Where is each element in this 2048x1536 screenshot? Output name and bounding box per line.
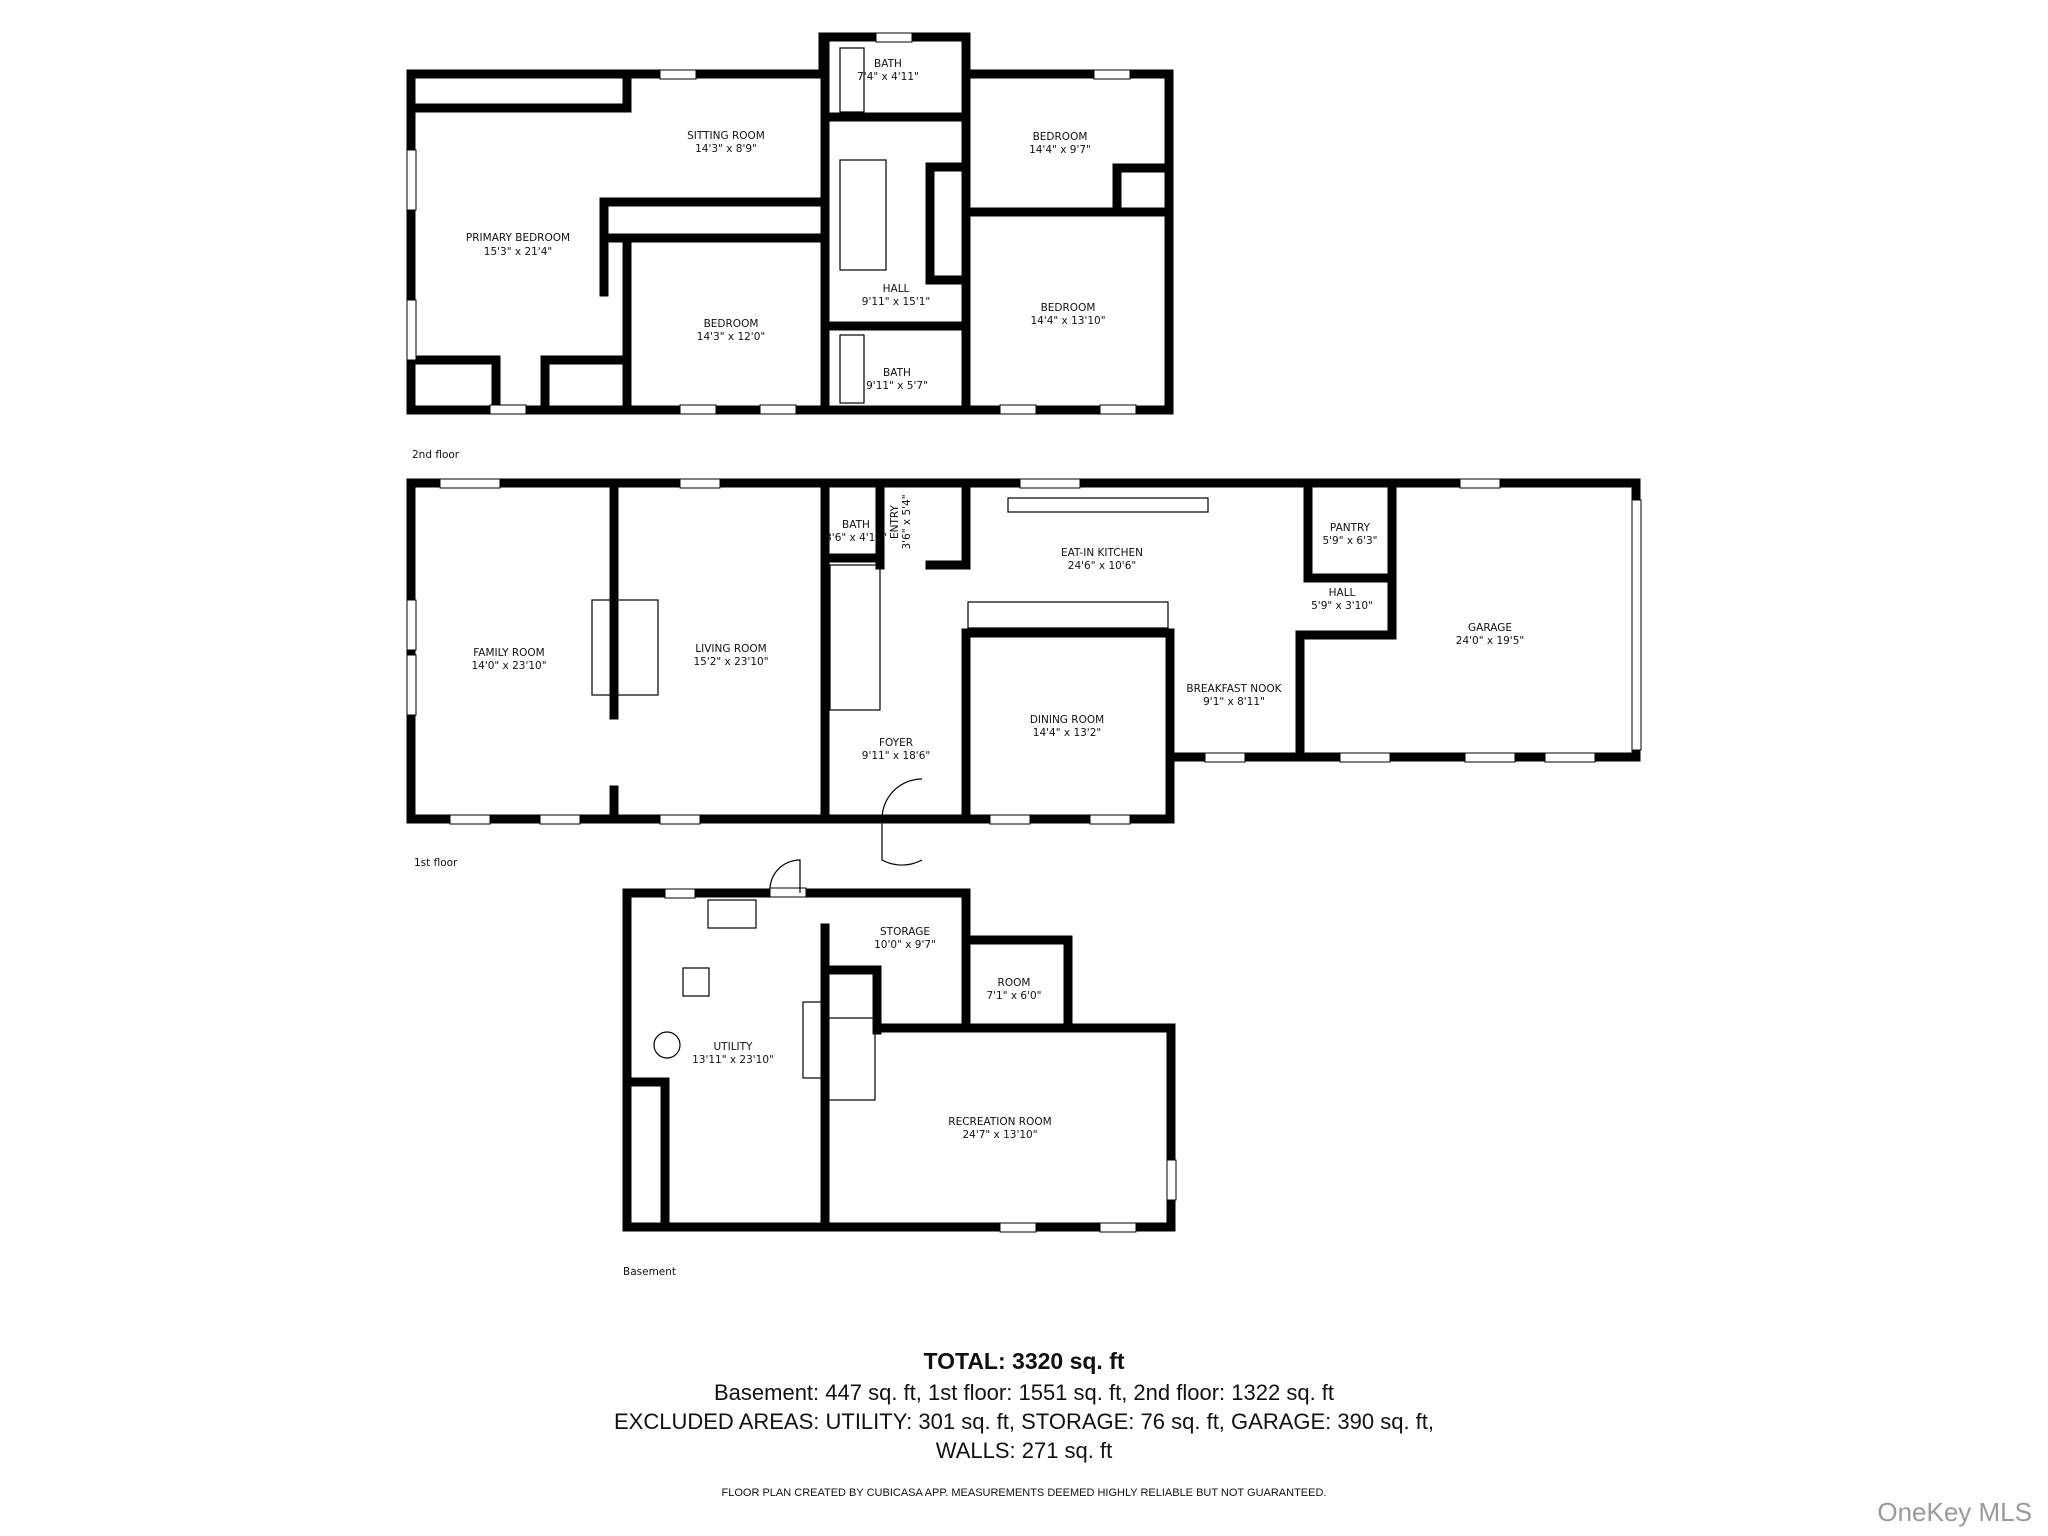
room-dims: 14'4" x 13'10" xyxy=(1030,315,1105,327)
room-label: ROOM xyxy=(998,977,1031,989)
room-label: FOYER xyxy=(879,737,913,749)
room-dims: 14'4" x 9'7" xyxy=(1029,144,1091,156)
room-label: BEDROOM xyxy=(704,318,759,330)
room-label: BATH xyxy=(883,367,911,379)
room-dims: 9'1" x 8'11" xyxy=(1203,696,1265,708)
disclaimer: FLOOR PLAN CREATED BY CUBICASA APP. MEAS… xyxy=(721,1487,1327,1499)
room-dims: 13'11" x 23'10" xyxy=(692,1054,774,1066)
total-area: TOTAL: 3320 sq. ft xyxy=(923,1348,1125,1374)
room-label: FAMILY ROOM xyxy=(473,647,545,659)
room-label: UTILITY xyxy=(714,1041,754,1053)
walls-area: WALLS: 271 sq. ft xyxy=(935,1438,1113,1463)
room-dims: 3'6" x 4'11" xyxy=(825,532,887,544)
room-label: SITTING ROOM xyxy=(687,130,765,142)
room-dims: 15'3" x 21'4" xyxy=(484,246,552,258)
room-label: BEDROOM xyxy=(1033,131,1088,143)
room-dims: 5'9" x 3'10" xyxy=(1311,600,1373,612)
basement-plan xyxy=(622,859,1177,1233)
room-label: HALL xyxy=(883,283,910,295)
first-floor-plan xyxy=(406,478,1642,866)
room-label: HALL xyxy=(1329,587,1356,599)
room-dims: 7'1" x 6'0" xyxy=(986,990,1041,1002)
room-label: BATH xyxy=(842,519,870,531)
floor-areas: Basement: 447 sq. ft, 1st floor: 1551 sq… xyxy=(713,1380,1335,1405)
room-label: LIVING ROOM xyxy=(695,643,766,655)
room-dims: 9'11" x 18'6" xyxy=(862,750,930,762)
room-dims: 24'0" x 19'5" xyxy=(1456,635,1524,647)
room-dims: 24'7" x 13'10" xyxy=(962,1129,1037,1141)
room-dims: 24'6" x 10'6" xyxy=(1068,560,1136,572)
room-dims: 14'3" x 8'9" xyxy=(695,143,757,155)
room-label: BEDROOM xyxy=(1041,302,1096,314)
room-dims: 3'6" x 5'4" xyxy=(901,494,913,549)
room-dims: 7'4" x 4'11" xyxy=(857,71,919,83)
second-floor-plan xyxy=(406,32,1174,415)
room-dims: 9'11" x 5'7" xyxy=(866,380,928,392)
room-label: GARAGE xyxy=(1468,622,1512,634)
room-dims: 15'2" x 23'10" xyxy=(693,656,768,668)
room-label: EAT-IN KITCHEN xyxy=(1061,547,1143,559)
watermark: OneKey MLS xyxy=(1877,1497,2032,1527)
floor-label: 2nd floor xyxy=(412,449,460,461)
room-label: PANTRY xyxy=(1330,522,1371,534)
room-dims: 14'3" x 12'0" xyxy=(697,331,765,343)
first-floor-labels: FAMILY ROOM 14'0" x 23'10" LIVING ROOM 1… xyxy=(414,494,1524,869)
room-dims: 5'9" x 6'3" xyxy=(1322,535,1377,547)
room-label: RECREATION ROOM xyxy=(948,1116,1051,1128)
excluded-areas: EXCLUDED AREAS: UTILITY: 301 sq. ft, STO… xyxy=(613,1409,1434,1434)
second-floor-labels: PRIMARY BEDROOM 15'3" x 21'4" SITTING RO… xyxy=(412,58,1106,461)
room-dims: 10'0" x 9'7" xyxy=(874,939,936,951)
room-dims: 14'4" x 13'2" xyxy=(1033,727,1101,739)
room-label: BREAKFAST NOOK xyxy=(1186,683,1282,695)
room-label: DINING ROOM xyxy=(1030,714,1104,726)
room-label: BATH xyxy=(874,58,902,70)
basement-labels: STORAGE 10'0" x 9'7" ROOM 7'1" x 6'0" UT… xyxy=(623,926,1052,1278)
room-label: PRIMARY BEDROOM xyxy=(466,232,570,244)
room-dims: 14'0" x 23'10" xyxy=(471,660,546,672)
floor-label: Basement xyxy=(623,1266,676,1278)
room-dims: 9'11" x 15'1" xyxy=(862,296,930,308)
floor-label: 1st floor xyxy=(414,857,458,869)
room-label: STORAGE xyxy=(880,926,930,938)
room-label: ENTRY xyxy=(889,504,901,539)
